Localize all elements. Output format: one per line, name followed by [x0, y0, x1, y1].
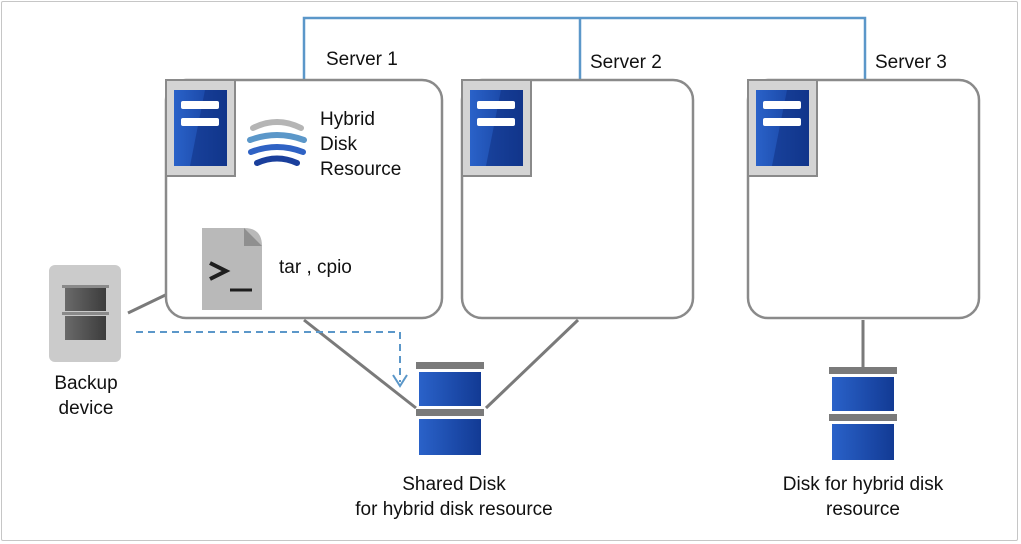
hybrid-disk-label-line2: resource — [826, 499, 900, 520]
network-line — [302, 16, 867, 80]
server1-icon — [165, 79, 236, 177]
connection-lines — [127, 286, 865, 410]
resource-label-line1: Hybrid — [320, 109, 375, 130]
shared-disk-label-line2: for hybrid disk resource — [355, 499, 553, 520]
backup-device-icon — [49, 265, 121, 362]
resource-label-line2: Disk — [320, 134, 357, 155]
hybrid-disk-resource-icon — [247, 115, 307, 171]
server3-icon — [747, 79, 818, 177]
hybrid-disk-label-line1: Disk for hybrid disk — [782, 474, 944, 495]
shared-disk-label-line1: Shared Disk — [402, 474, 506, 495]
server1-to-shared-disk-line — [303, 318, 417, 410]
resource-label-line3: Resource — [320, 159, 402, 180]
server2-to-shared-disk-line — [484, 318, 580, 410]
server2-label: Server 2 — [590, 52, 662, 73]
server2-icon — [461, 79, 532, 177]
backup-arrow — [136, 331, 408, 388]
shared-disk-icon — [416, 362, 484, 455]
server1-label: Server 1 — [326, 49, 398, 70]
backup-label-line2: device — [58, 398, 114, 419]
command-label: tar , cpio — [279, 257, 352, 278]
backup-label-line1: Backup — [54, 373, 118, 394]
terminal-file-icon — [202, 228, 262, 310]
hybrid-disk-icon — [829, 367, 897, 460]
server3-label: Server 3 — [875, 52, 947, 73]
